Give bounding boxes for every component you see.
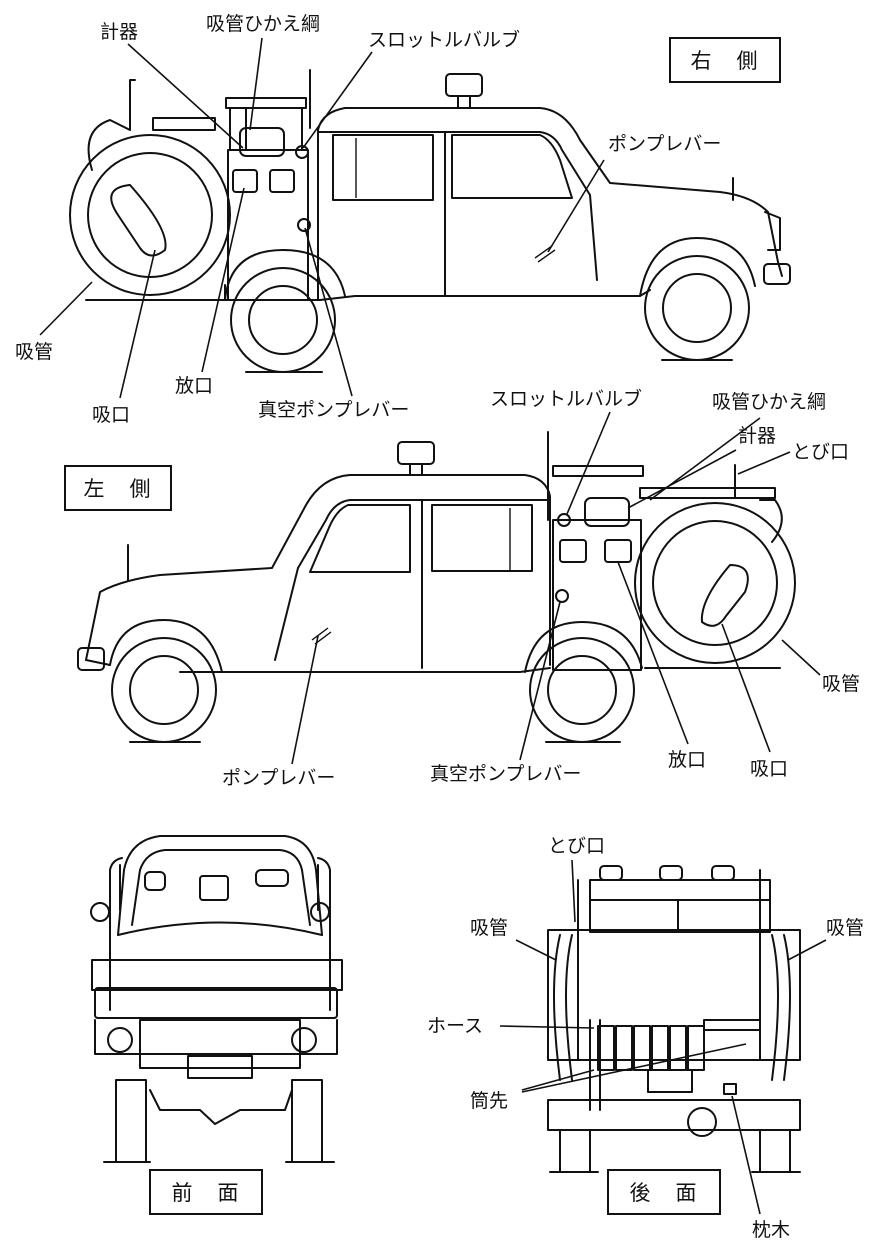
right-gauge-icon [239, 127, 285, 157]
label-vacuum-pump-lever-left: 真空ポンプレバー [430, 763, 581, 785]
right-front-wheel [644, 255, 750, 361]
rear-right-wheel [759, 1129, 791, 1173]
left-side-view: 左 側 [64, 387, 860, 789]
label-tobiguchi-rear: とび口 [548, 835, 605, 857]
rear-view-title: 後 面 [630, 1181, 699, 1205]
label-suction-pipe-rear-right: 吸管 [826, 917, 864, 939]
leader-tobiguchi-left [737, 451, 791, 475]
label-discharge-port-right: 放口 [175, 375, 213, 397]
leader-gauge-right [127, 43, 244, 149]
right-front-window [451, 134, 573, 199]
label-throttle-valve-left: スロットルバルブ [490, 387, 642, 410]
leader-discharge-port-right [201, 187, 245, 373]
front-license-plate [187, 1055, 253, 1079]
right-beacon-icon [445, 73, 483, 97]
front-left-wheel [115, 1079, 147, 1163]
label-pump-lever-left: ポンプレバー [222, 767, 335, 789]
leader-chock-rear [731, 1095, 761, 1215]
label-discharge-port-left: 放口 [668, 749, 706, 771]
right-view-title-box [669, 37, 781, 83]
leader-throttle-valve-right [302, 51, 373, 149]
right-side-view: 右 側 [15, 13, 791, 426]
leader-gauge-left [627, 449, 737, 509]
left-gauge-icon [584, 497, 630, 527]
label-suction-pipe-rope-right: 吸管ひかえ綱 [206, 13, 320, 35]
label-suction-pipe-rope-left: 吸管ひかえ綱 [712, 391, 826, 413]
left-pump-panel [552, 519, 642, 671]
right-view-title: 右 側 [691, 49, 760, 73]
leader-throttle-valve-left [566, 411, 611, 515]
leader-suction-pipe-left [781, 639, 821, 676]
rear-right-suction-pipe [783, 934, 791, 1081]
leader-tobiguchi-rear [571, 859, 576, 923]
leader-suction-port-right [119, 249, 156, 399]
left-suction-port-icon [700, 564, 749, 627]
right-vehicle-body [69, 69, 791, 373]
left-beacon-icon [397, 441, 435, 465]
left-front-wheel [111, 637, 217, 743]
rear-view-title-box [607, 1169, 721, 1215]
front-headlight-left [107, 1027, 133, 1053]
left-suction-pipe-reel [634, 502, 796, 664]
leader-suction-port-left [721, 623, 771, 753]
label-suction-pipe-left: 吸管 [822, 673, 860, 695]
label-chock-rear: 枕木 [752, 1219, 790, 1241]
label-suction-port-right: 吸口 [92, 404, 130, 426]
label-hose-rear: ホース [427, 1015, 483, 1037]
label-suction-pipe-rear-left: 吸管 [470, 917, 508, 939]
leader-suction-pipe-rear-right [787, 939, 827, 961]
leader-suction-pipe-rear-left [515, 939, 557, 961]
leader-pump-lever-right [547, 159, 605, 253]
front-view-title: 前 面 [172, 1181, 241, 1205]
front-view: 前 面 [90, 835, 343, 1215]
rear-view: 後 面 とび口 吸管 吸管 ホース 筒先 枕木 [427, 835, 864, 1241]
right-rear-wheel [230, 267, 336, 373]
leader-hose-rear [499, 1025, 595, 1029]
left-rear-wheel [529, 637, 635, 743]
left-rear-window [431, 504, 533, 572]
leader-vacuum-pump-lever-left [519, 601, 561, 761]
label-tobiguchi-left: とび口 [792, 441, 849, 463]
leader-suction-pipe-rope-right [249, 37, 263, 131]
label-nozzle-rear: 筒先 [470, 1090, 508, 1112]
rear-hose-rolls [597, 1025, 705, 1071]
leader-discharge-port-left [617, 561, 689, 745]
left-front-window [309, 504, 411, 573]
rear-chock-icon [723, 1083, 737, 1095]
label-throttle-valve-right: スロットルバルブ [368, 28, 520, 51]
leader-nozzle-rear-2 [521, 1043, 747, 1093]
right-pump-panel [227, 149, 309, 301]
label-pump-lever-right: ポンプレバー [608, 133, 721, 155]
front-right-wheel [291, 1079, 323, 1163]
leader-nozzle-rear-1 [521, 1069, 595, 1091]
front-bumper [94, 987, 338, 1019]
leader-vacuum-pump-lever-right [304, 227, 353, 397]
leader-pump-lever-left [291, 635, 319, 765]
rear-left-suction-pipe [553, 934, 561, 1081]
rear-vehicle [547, 865, 801, 1173]
rear-left-wheel [559, 1129, 591, 1173]
front-beacon-icon [199, 875, 229, 901]
front-headlight-right [291, 1027, 317, 1053]
label-vacuum-pump-lever-right: 真空ポンプレバー [258, 399, 409, 421]
right-rear-window [332, 134, 434, 201]
label-gauge-right: 計器 [100, 21, 138, 43]
left-vehicle-body [77, 431, 796, 743]
label-suction-port-left: 吸口 [750, 758, 788, 780]
front-view-title-box [149, 1169, 263, 1215]
label-suction-pipe-right: 吸管 [15, 341, 53, 363]
front-vehicle [90, 835, 343, 1163]
left-view-title-box [64, 465, 172, 511]
label-gauge-left: 計器 [738, 425, 776, 447]
leader-suction-pipe-right [39, 281, 93, 336]
rear-body [547, 929, 801, 1061]
right-suction-port-icon [110, 184, 167, 257]
left-view-title: 左 側 [84, 477, 153, 501]
right-suction-pipe-reel [69, 134, 231, 296]
